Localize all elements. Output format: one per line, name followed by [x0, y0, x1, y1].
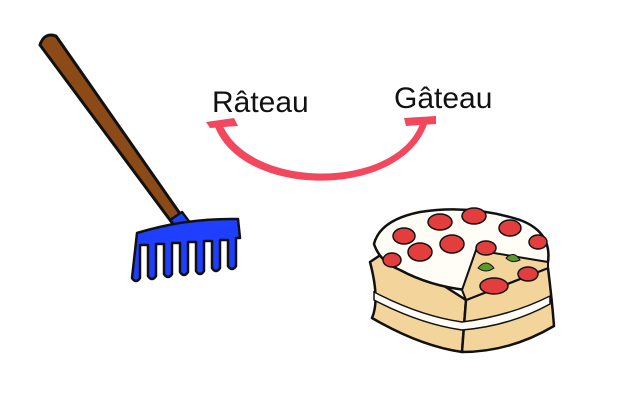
cake-cream-layer	[373, 290, 551, 331]
rake-head	[130, 217, 242, 283]
rake-handle	[38, 33, 185, 226]
arc-right-end	[404, 116, 436, 126]
strawberries	[382, 207, 548, 295]
strawberry	[517, 266, 539, 282]
word-gateau: Gâteau	[394, 82, 493, 115]
arc-connector	[206, 116, 436, 181]
word-rateau: Râteau	[212, 86, 309, 119]
arc-left-end	[206, 118, 238, 128]
strawberry	[528, 234, 548, 250]
strawberry	[427, 213, 453, 231]
strawberry	[498, 219, 522, 237]
leaf	[505, 254, 521, 263]
strawberry	[479, 277, 509, 295]
leaf	[477, 262, 495, 272]
cake-image	[368, 207, 556, 354]
strawberry	[407, 242, 433, 262]
strawberry	[392, 227, 416, 245]
rake-image	[38, 33, 242, 283]
cake-body-right	[460, 266, 556, 354]
arc-band	[214, 121, 428, 181]
cake-leaves	[477, 254, 521, 272]
strawberry	[439, 234, 465, 254]
strawberry	[382, 252, 402, 268]
strawberry	[461, 207, 487, 225]
strawberry	[475, 240, 497, 256]
